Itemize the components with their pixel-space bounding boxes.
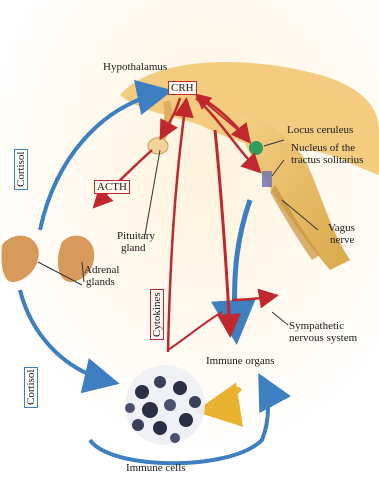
adrenal-label-1: Adrenal	[84, 264, 119, 276]
nucleus-tractus-label-2: tractus solitarius	[291, 154, 363, 166]
pituitary-label-2: gland	[121, 242, 145, 254]
nucleus-tractus-label-1: Nucleus of the	[291, 142, 355, 154]
pituitary-label-1: Pituitary	[117, 230, 155, 242]
cortisol-label-bottom: Cortisol	[24, 367, 38, 408]
immune-cells-cluster	[125, 365, 205, 445]
adrenal-label-2: glands	[86, 276, 115, 288]
crh-label: CRH	[168, 81, 197, 95]
sympathetic-label-2: nervous system	[289, 332, 357, 344]
immune-cells-label: Immune cells	[126, 462, 186, 474]
hypothalamus-label: Hypothalamus	[103, 61, 167, 73]
vagus-label-2: nerve	[330, 234, 354, 246]
vagus-label-1: Vagus	[328, 222, 355, 234]
nucleus-tractus-marker	[262, 171, 272, 187]
locus-ceruleus-label: Locus ceruleus	[287, 124, 353, 136]
cortisol-label-top: Cortisol	[14, 149, 28, 190]
sympathetic-label-1: Sympathetic	[289, 320, 344, 332]
cytokines-label: Cytokines	[150, 289, 164, 340]
locus-ceruleus-dot	[249, 141, 263, 155]
immune-organs-label: Immune organs	[206, 355, 275, 367]
acth-label: ACTH	[94, 180, 130, 194]
